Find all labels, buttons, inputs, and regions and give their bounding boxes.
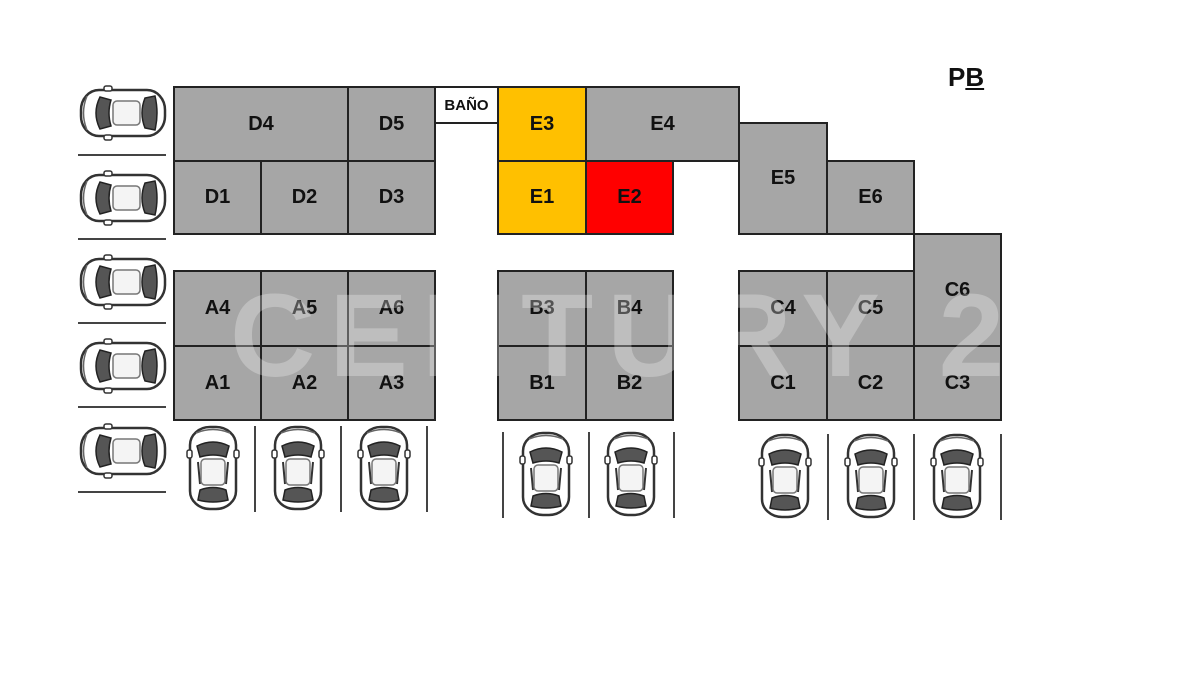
unit-label: E2: [617, 186, 642, 208]
unit-label: BAÑO: [444, 96, 489, 114]
car-icon: [603, 431, 659, 517]
unit-label: C6: [944, 278, 971, 301]
car-icon: [270, 425, 326, 511]
unit-c1[interactable]: C1: [738, 345, 828, 421]
unit-d4[interactable]: D4: [173, 86, 349, 162]
unit-a6[interactable]: A6: [347, 270, 436, 347]
stall-line: [254, 426, 256, 512]
unit-label: D2: [291, 186, 318, 208]
stall-line: [426, 426, 428, 512]
unit-label: C4: [770, 297, 796, 319]
unit-label: E1: [529, 186, 555, 208]
unit-e4[interactable]: E4: [585, 86, 740, 162]
unit-label: A5: [291, 297, 318, 319]
unit-label: D1: [204, 186, 231, 208]
unit-label: D5: [378, 112, 405, 135]
unit-c6[interactable]: C6: [913, 233, 1002, 347]
unit-label: E5: [770, 167, 796, 189]
unit-d3[interactable]: D3: [347, 160, 436, 235]
stall-line: [78, 406, 166, 408]
car-icon: [843, 433, 899, 519]
car-icon: [356, 425, 412, 511]
unit-e1[interactable]: E1: [497, 160, 587, 235]
unit-label: B1: [529, 371, 555, 394]
unit-label: D3: [378, 186, 405, 208]
unit-label: C5: [857, 297, 884, 319]
car-icon: [518, 431, 574, 517]
car-icon: [929, 433, 985, 519]
unit-a1[interactable]: A1: [173, 345, 262, 421]
unit-a4[interactable]: A4: [173, 270, 262, 347]
unit-b4[interactable]: B4: [585, 270, 674, 347]
car-icon: [79, 169, 167, 227]
stall-line: [78, 322, 166, 324]
stall-line: [340, 426, 342, 512]
unit-label: C3: [944, 371, 971, 394]
unit-b1[interactable]: B1: [497, 345, 587, 421]
stall-line: [827, 434, 829, 520]
unit-e2[interactable]: E2: [585, 160, 674, 235]
unit-label: A3: [378, 371, 405, 394]
car-icon: [79, 337, 167, 395]
stall-line: [78, 154, 166, 156]
unit-label: B3: [529, 297, 555, 319]
unit-label: E4: [650, 112, 675, 135]
unit-e6[interactable]: E6: [826, 160, 915, 235]
unit-d1[interactable]: D1: [173, 160, 262, 235]
unit-bano[interactable]: BAÑO: [434, 86, 499, 124]
unit-d5[interactable]: D5: [347, 86, 436, 162]
unit-label: B2: [616, 371, 643, 394]
unit-e5[interactable]: E5: [738, 122, 828, 235]
unit-label: D4: [248, 112, 274, 135]
unit-label: E3: [529, 112, 555, 135]
car-icon: [79, 422, 167, 480]
unit-c2[interactable]: C2: [826, 345, 915, 421]
stall-line: [588, 432, 590, 518]
unit-label: B4: [616, 297, 643, 319]
stall-line: [502, 432, 504, 518]
floor-label-first: P: [948, 62, 966, 92]
stall-line: [673, 432, 675, 518]
unit-a3[interactable]: A3: [347, 345, 436, 421]
car-icon: [79, 253, 167, 311]
unit-b2[interactable]: B2: [585, 345, 674, 421]
unit-label: A6: [378, 297, 405, 319]
unit-label: C1: [770, 371, 796, 394]
stall-line: [913, 434, 915, 520]
unit-a5[interactable]: A5: [260, 270, 349, 347]
stall-line: [1000, 434, 1002, 520]
unit-label: A4: [204, 297, 231, 319]
unit-c4[interactable]: C4: [738, 270, 828, 347]
stall-line: [78, 238, 166, 240]
unit-d2[interactable]: D2: [260, 160, 349, 235]
unit-e3[interactable]: E3: [497, 86, 587, 162]
stall-line: [78, 491, 166, 493]
car-icon: [79, 84, 167, 142]
unit-label: C2: [857, 371, 884, 394]
unit-label: A1: [204, 371, 231, 394]
floor-label-second: B: [965, 62, 985, 92]
unit-label: E6: [858, 186, 883, 208]
unit-label: A2: [291, 371, 318, 394]
floor-label: PB: [948, 62, 984, 93]
car-icon: [757, 433, 813, 519]
car-icon: [185, 425, 241, 511]
unit-a2[interactable]: A2: [260, 345, 349, 421]
unit-b3[interactable]: B3: [497, 270, 587, 347]
unit-c3[interactable]: C3: [913, 345, 1002, 421]
unit-c5[interactable]: C5: [826, 270, 915, 347]
